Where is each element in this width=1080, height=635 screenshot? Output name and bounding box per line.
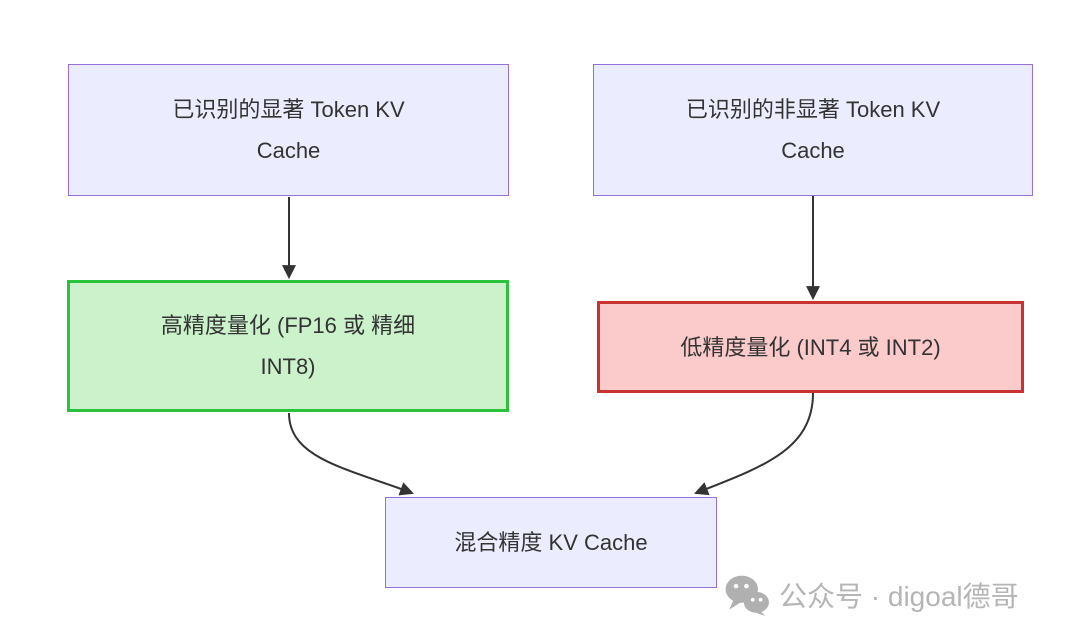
watermark: 公众号 · digoal德哥	[724, 570, 1019, 620]
node-high-precision-quant: 高精度量化 (FP16 或 精细 INT8)	[67, 280, 509, 412]
watermark-text: 公众号 · digoal德哥	[779, 581, 1019, 612]
node-label-line: Cache	[781, 138, 845, 163]
node-label-line: 高精度量化 (FP16 或 精细	[160, 313, 416, 338]
node-salient-kv-cache: 已识别的显著 Token KV Cache	[68, 64, 509, 196]
edge-low-precision-to-mixed	[694, 392, 814, 496]
node-label-line: 已识别的非显著 Token KV	[685, 97, 941, 122]
edge-high-precision-to-mixed	[288, 412, 414, 496]
node-label-line: 已识别的显著 Token KV	[172, 97, 405, 122]
node-non-salient-kv-cache: 已识别的非显著 Token KV Cache	[593, 64, 1033, 196]
node-label-line: Cache	[256, 138, 321, 163]
node-label-line: 混合精度 KV Cache	[454, 530, 648, 555]
wechat-icon	[724, 574, 770, 616]
node-label-line: 低精度量化 (INT4 或 INT2)	[680, 334, 941, 360]
node-mixed-precision-kv-cache: 混合精度 KV Cache	[385, 497, 717, 588]
node-low-precision-quant: 低精度量化 (INT4 或 INT2)	[597, 301, 1024, 393]
node-label-line: INT8)	[260, 354, 316, 379]
